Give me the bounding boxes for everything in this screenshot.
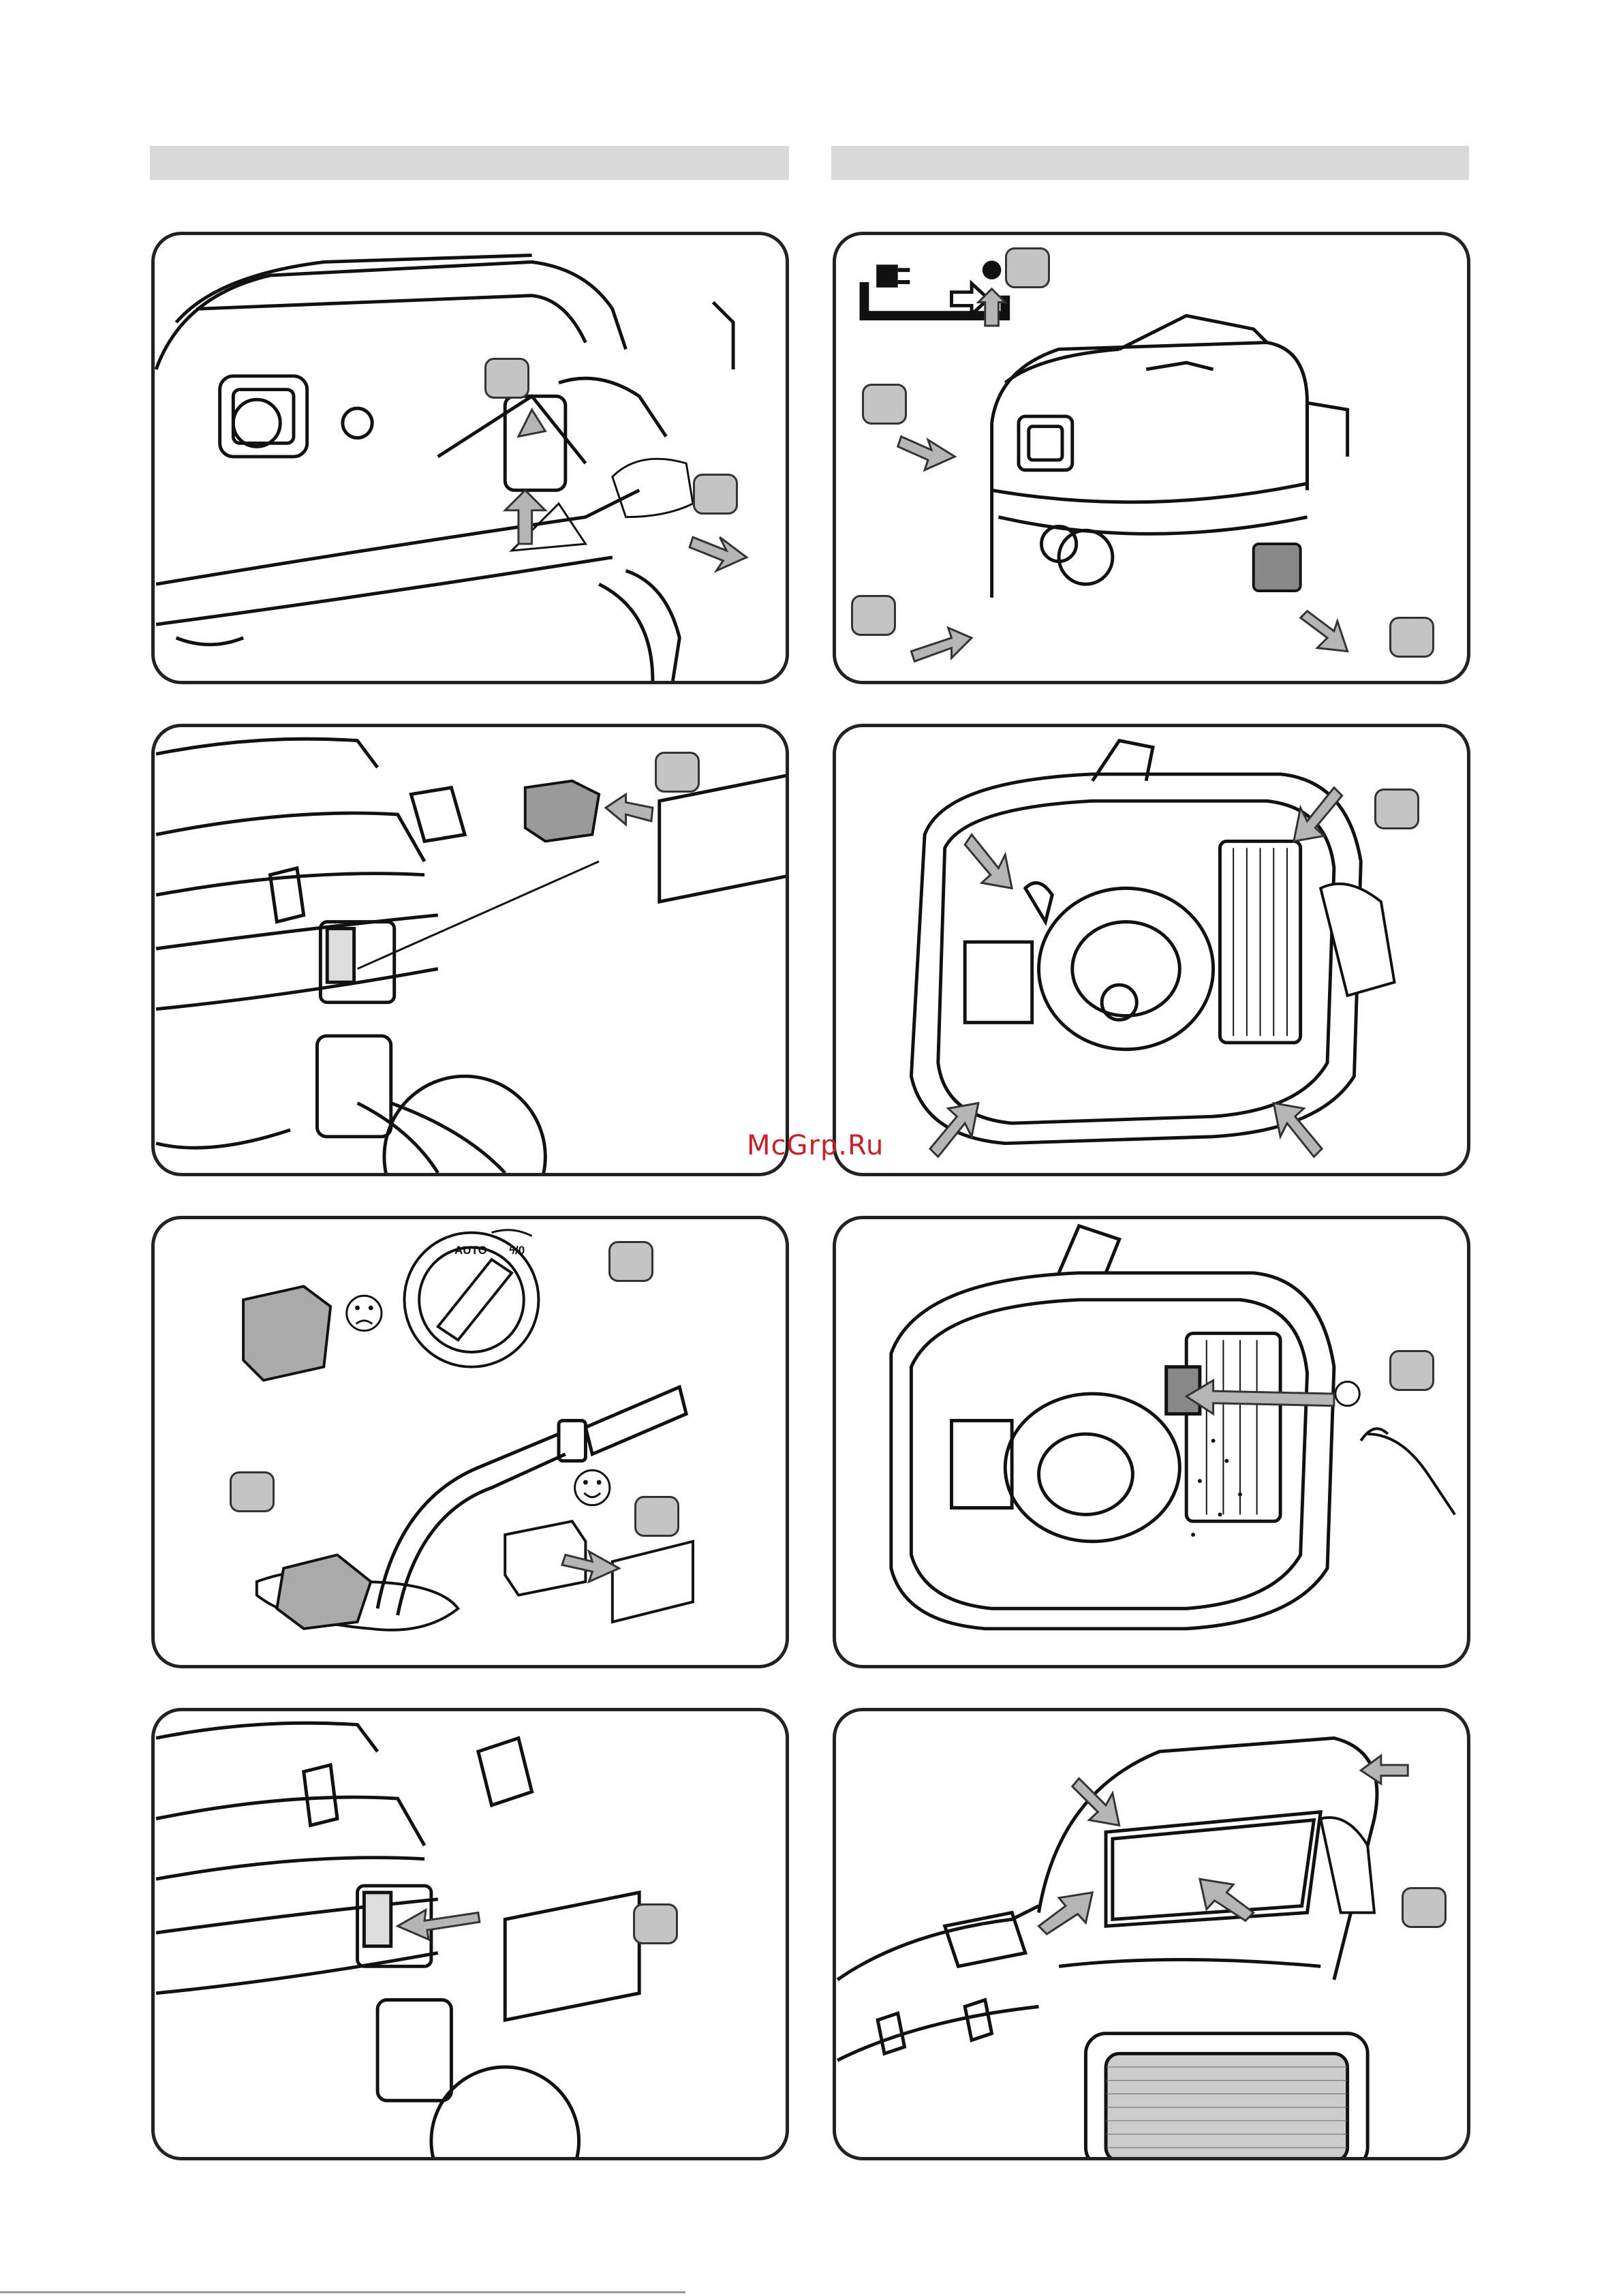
step-badge — [633, 1903, 678, 1944]
sad-face-icon — [347, 1296, 382, 1330]
step-badge — [862, 384, 907, 425]
gray-arrow-icon — [398, 1910, 480, 1940]
filter-cover-piece — [613, 1542, 693, 1622]
panel-open-head-filter — [833, 724, 1470, 1176]
step-badge — [851, 595, 896, 636]
reinsert-illustration — [155, 1711, 786, 2157]
step-badge — [1374, 789, 1419, 829]
filter-cover-piece — [505, 1893, 639, 2020]
gray-arrow-icon — [1186, 1380, 1334, 1413]
step-badge — [693, 474, 738, 515]
watermark: McGrp.Ru — [747, 1130, 884, 1161]
left-column-header — [150, 146, 789, 180]
filter-cover-piece — [660, 774, 786, 902]
unplug-icon — [864, 260, 1005, 316]
panel-remove-motor-head — [833, 232, 1470, 684]
panel-open-filter-cover — [151, 232, 789, 684]
step-badge — [484, 358, 529, 399]
hand-with-foam — [257, 1555, 458, 1629]
dial-auto-label: AUTO — [454, 1244, 487, 1257]
head-filter-cleaning-illustration — [836, 1219, 1467, 1665]
happy-face-icon — [575, 1470, 610, 1505]
vacuum-front-illustration — [836, 235, 1467, 681]
seal-fitting-illustration — [836, 1711, 1467, 2157]
step-badge — [1389, 617, 1434, 658]
filter-cover-illustration — [155, 727, 786, 1173]
foam-filter — [525, 781, 599, 842]
panel-insert-filter-cover — [151, 1708, 789, 2160]
gray-arrow-icon — [606, 794, 653, 824]
step-badge — [1005, 247, 1050, 288]
right-column-header — [831, 146, 1469, 180]
step-badge — [608, 1241, 653, 1282]
bottom-rule — [0, 2291, 685, 2293]
step-badge — [1389, 1350, 1434, 1391]
step-badge — [634, 1496, 679, 1537]
panel-fit-head-seal — [833, 1708, 1470, 2160]
step-badge — [1402, 1887, 1447, 1928]
dirty-foam-filter — [243, 1286, 330, 1380]
cleaning-illustration — [155, 1219, 786, 1665]
panel-clean-main-filter — [833, 1216, 1470, 1668]
tapping-hand — [1335, 1381, 1455, 1514]
panel-remove-foam-filter — [151, 724, 789, 1176]
panel-clean-foam-filter: AUTO ϟ/0 — [151, 1216, 789, 1668]
dial-power-label: ϟ/0 — [509, 1244, 525, 1257]
head-underside-illustration — [836, 727, 1467, 1173]
step-badge — [655, 752, 700, 793]
vacuum-side-illustration — [155, 235, 786, 681]
step-badge — [230, 1471, 275, 1512]
